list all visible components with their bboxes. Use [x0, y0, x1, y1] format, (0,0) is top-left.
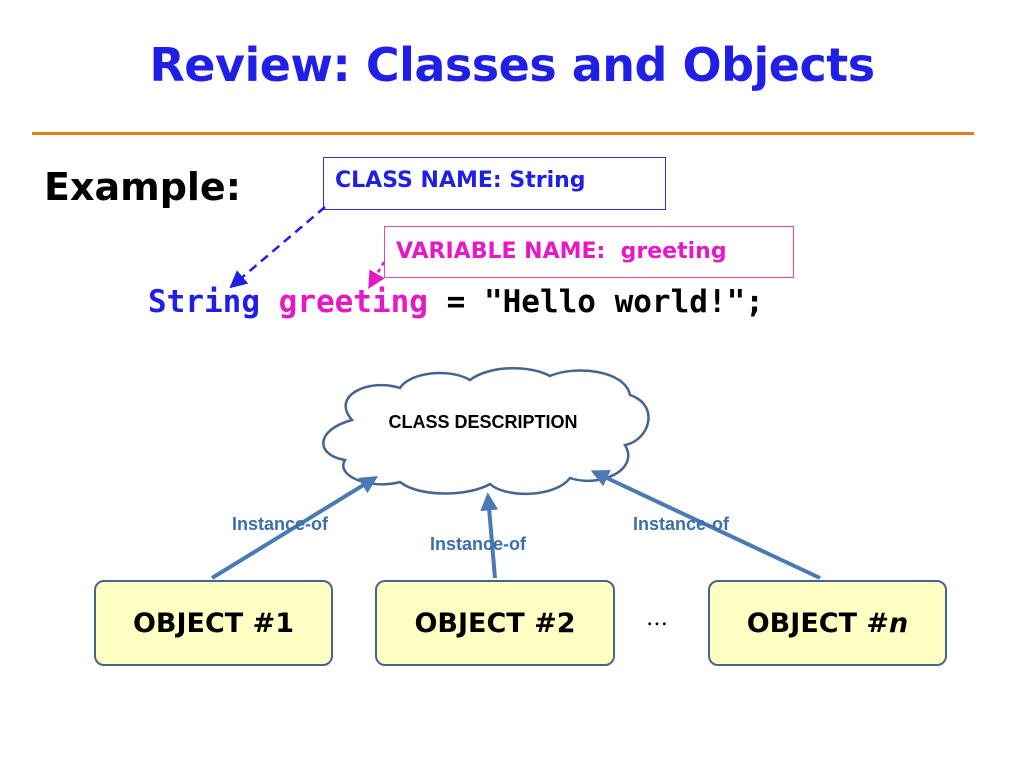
instance-of-arrow-1 [210, 476, 379, 580]
instance-of-label-3: Instance-of [633, 514, 730, 534]
object-n-suffix: n [889, 607, 909, 639]
instance-of-label-2: Instance-of [430, 534, 527, 554]
object-2-box: OBJECT #2 [375, 580, 615, 666]
instance-of-label-1: Instance-of [232, 514, 329, 534]
class-name-callout: CLASS NAME: String [323, 157, 666, 210]
code-line: String greeting = "Hello world!"; [148, 284, 764, 320]
code-assignment: = "Hello world!"; [427, 284, 764, 320]
example-label: Example: [44, 165, 241, 209]
variable-name-arrow [368, 261, 386, 290]
instance-of-arrow-3 [590, 469, 821, 580]
object-1-label: OBJECT #1 [132, 607, 295, 639]
code-variable: greeting [278, 284, 428, 320]
class-name-arrow [229, 206, 326, 289]
slide-title: Review: Classes and Objects [149, 38, 875, 92]
title-divider [32, 132, 974, 135]
ellipsis: … [646, 606, 671, 631]
object-n-box: OBJECT #n [708, 580, 947, 666]
object-2-label: OBJECT #2 [414, 607, 576, 639]
instance-of-arrow-2 [480, 492, 499, 579]
class-description-label: CLASS DESCRIPTION [388, 412, 578, 432]
object-1-box: OBJECT #1 [94, 580, 333, 666]
variable-name-callout: VARIABLE NAME: greeting [384, 226, 794, 278]
object-n-label: OBJECT # [746, 607, 890, 639]
code-type: String [148, 284, 260, 320]
